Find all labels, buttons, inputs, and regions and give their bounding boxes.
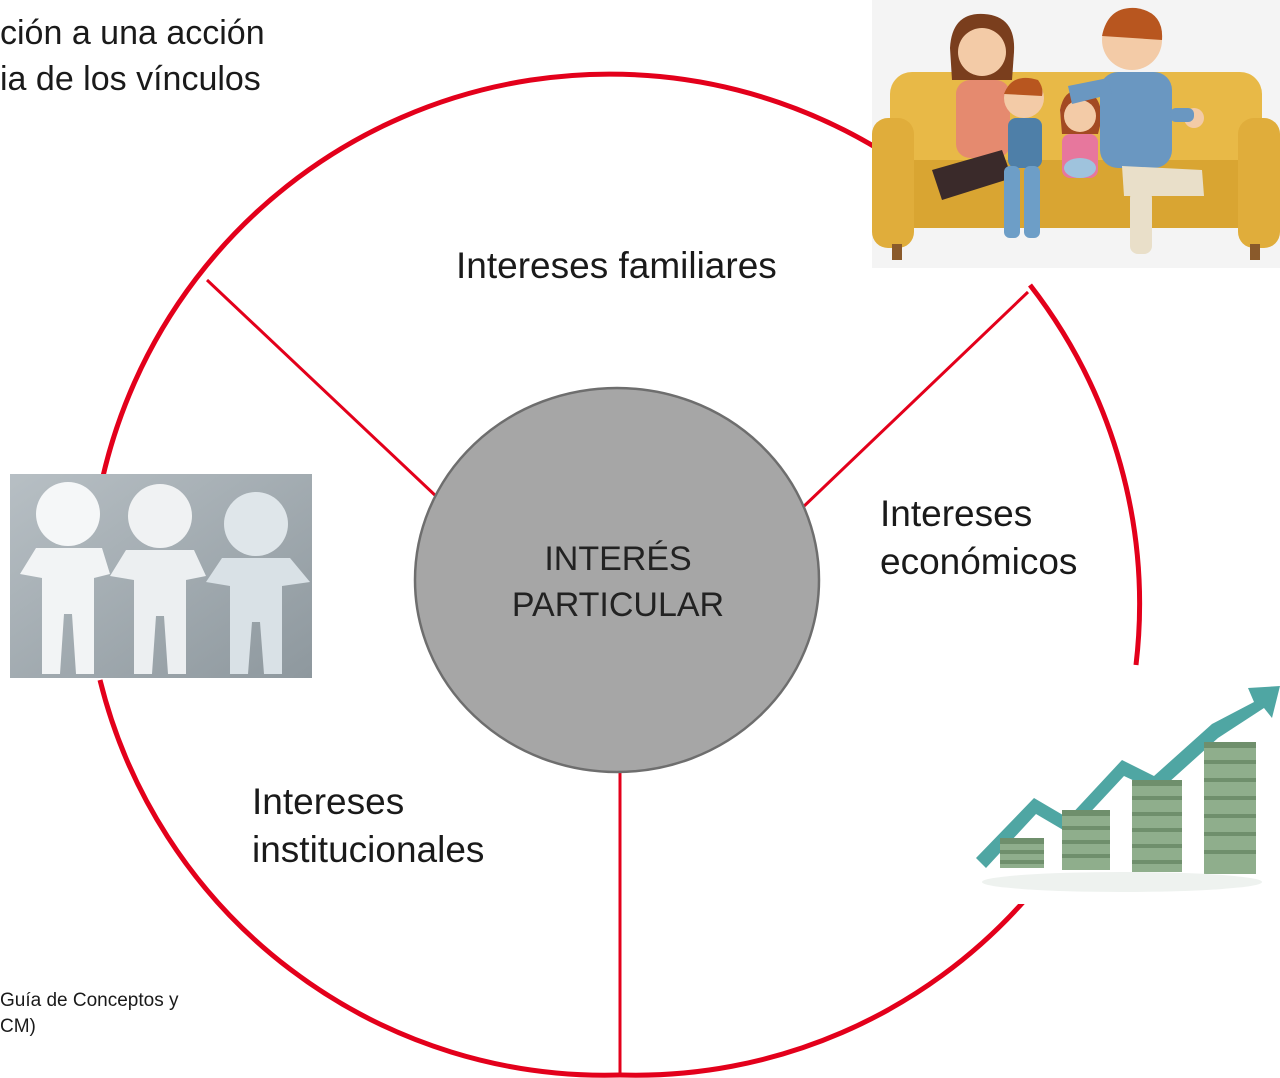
money-stack-4 — [1204, 742, 1256, 874]
heading-line-2: ia de los vínculos — [0, 60, 261, 98]
money-stack-2 — [1062, 810, 1110, 870]
family-sofa-illustration — [872, 0, 1280, 268]
label-intereses-familiares: Intereses familiares — [456, 245, 777, 286]
ring-arc-bottom-right — [619, 898, 1027, 1078]
center-label: INTERÉS PARTICULAR — [470, 536, 766, 628]
center-label-line-2: PARTICULAR — [511, 586, 725, 624]
label-institucionales-line-1: Intereses — [252, 781, 405, 822]
family-sofa-image — [872, 0, 1280, 268]
footnote: Guía de Conceptos y CM) — [0, 988, 179, 1040]
money-stack-1 — [1000, 838, 1044, 868]
footnote-line-1: Guía de Conceptos y — [0, 990, 179, 1011]
footnote-line-2: CM) — [0, 1016, 36, 1037]
money-growth-illustration — [972, 668, 1280, 904]
label-intereses-institucionales: Intereses institucionales — [252, 778, 484, 874]
ring-arc-right — [1028, 283, 1143, 666]
center-label-line-1: INTERÉS — [544, 540, 692, 578]
paper-people-image — [10, 474, 312, 678]
money-growth-image — [972, 668, 1280, 904]
center-circle — [413, 386, 821, 774]
money-stack-3 — [1132, 780, 1182, 872]
label-institucionales-line-2: institucionales — [252, 829, 485, 870]
spoke-upper-left — [205, 278, 440, 500]
ring-arc-top — [97, 71, 882, 491]
paper-people-illustration — [10, 474, 312, 678]
heading-line-1: ción a una acción — [0, 14, 265, 52]
heading: ción a una acción ia de los vínculos — [0, 10, 265, 102]
spoke-upper-right — [798, 290, 1030, 512]
ring-arc-bottom-left — [97, 679, 621, 1078]
label-intereses-economicos: Intereses económicos — [880, 490, 1077, 586]
label-economicos-line-2: económicos — [880, 541, 1078, 582]
label-economicos-line-1: Intereses — [880, 493, 1033, 534]
